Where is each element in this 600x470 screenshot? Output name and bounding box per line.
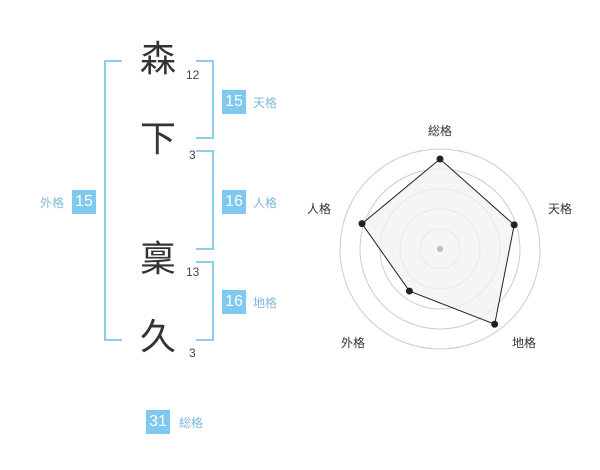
radar-center-dot xyxy=(437,246,443,252)
radar-label-soukaku: 総格 xyxy=(428,124,453,138)
name-char-2-strokes: 3 xyxy=(189,148,196,162)
jinkaku-value: 16 xyxy=(222,190,246,214)
soukaku-value: 31 xyxy=(146,410,170,434)
radar-label-jinkaku: 人格 xyxy=(307,202,332,216)
gaikaku-label: 外格 xyxy=(40,196,65,210)
name-char-1: 森 xyxy=(140,39,177,80)
tenkaku-value: 15 xyxy=(222,90,246,114)
radar-value-polygon xyxy=(361,158,515,325)
chikaku-value: 16 xyxy=(222,290,246,314)
name-char-1-strokes: 12 xyxy=(186,68,200,82)
tenkaku-bracket xyxy=(196,60,214,139)
gaikaku-value: 15 xyxy=(72,190,96,214)
name-char-2: 下 xyxy=(140,119,177,160)
radar-point-4 xyxy=(358,220,366,228)
jinkaku-bracket xyxy=(196,150,214,250)
radar-point-0 xyxy=(436,155,444,163)
radar-point-2 xyxy=(491,320,499,328)
name-char-4-strokes: 3 xyxy=(189,346,196,360)
chikaku-label: 地格 xyxy=(253,296,278,310)
chikaku-bracket xyxy=(196,261,214,341)
soukaku-label: 総格 xyxy=(179,416,204,430)
radar-point-3 xyxy=(405,287,413,295)
tenkaku-label: 天格 xyxy=(253,96,278,110)
radar-point-1 xyxy=(510,221,518,229)
name-char-4: 久 xyxy=(140,317,177,358)
radar-label-chikaku: 地格 xyxy=(512,336,537,350)
name-char-3-strokes: 13 xyxy=(186,265,200,279)
jinkaku-label: 人格 xyxy=(253,196,278,210)
name-char-3: 稟 xyxy=(140,239,177,280)
gaikaku-bracket xyxy=(104,60,122,341)
radar-label-tenkaku: 天格 xyxy=(548,202,573,216)
radar-label-gaikaku: 外格 xyxy=(341,336,366,350)
